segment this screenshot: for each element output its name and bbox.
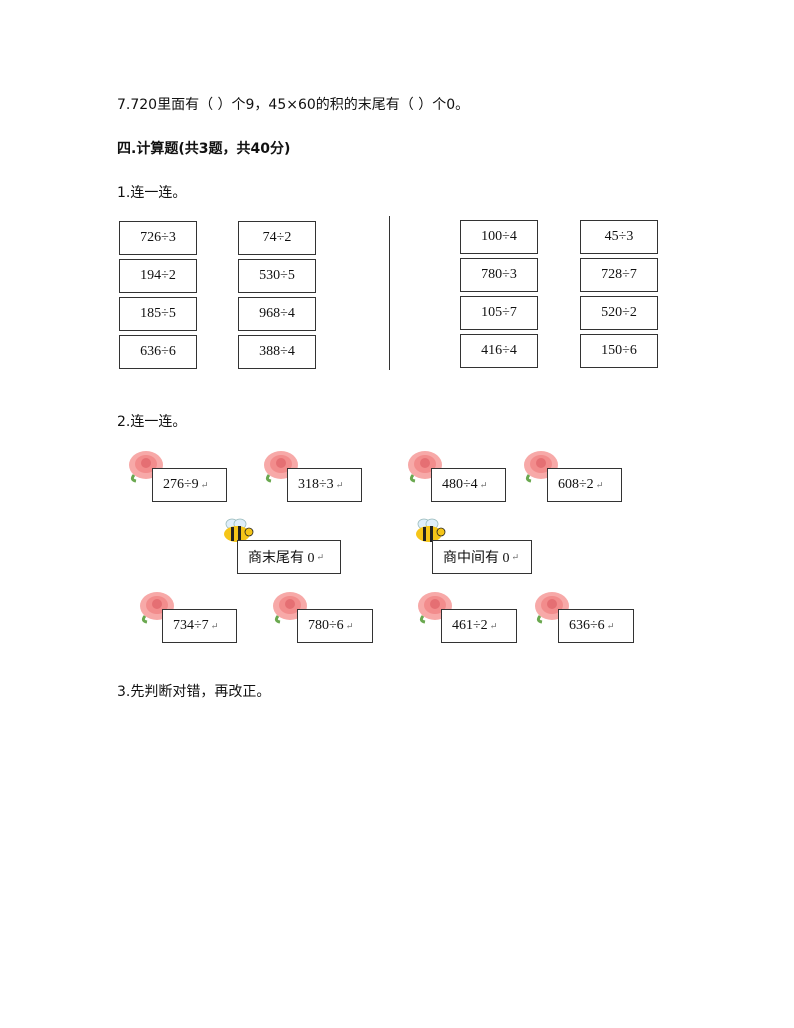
q1-left-col1-box[interactable]: 726÷3 (119, 221, 197, 255)
q1-right-col1-box[interactable]: 780÷3 (460, 258, 538, 292)
q2-top-box[interactable]: 276÷9↵ (152, 468, 227, 502)
return-mark: ↵ (316, 551, 325, 562)
q1-left-col2-box[interactable]: 388÷4 (238, 335, 316, 369)
q2-bottom-expr: 734÷7 (173, 618, 209, 633)
q1-divider (389, 216, 390, 370)
q1-right-col2-box[interactable]: 45÷3 (580, 220, 658, 254)
return-mark: ↵ (489, 620, 498, 631)
return-mark: ↵ (345, 620, 354, 631)
q2-middle-label: 商中间有 0 (443, 551, 510, 566)
q2-top-expr: 318÷3 (298, 477, 334, 492)
return-mark: ↵ (595, 479, 604, 490)
q2-bottom-expr: 636÷6 (569, 618, 605, 633)
q2-middle-box[interactable]: 商末尾有 0↵ (237, 540, 341, 574)
q1-title: 1.连一连。 (117, 185, 187, 201)
q2-bottom-box[interactable]: 636÷6↵ (558, 609, 634, 643)
q2-middle-label: 商末尾有 0 (248, 551, 315, 566)
q2-top-expr: 608÷2 (558, 477, 594, 492)
return-mark: ↵ (479, 479, 488, 490)
q1-left-col1-box[interactable]: 636÷6 (119, 335, 197, 369)
q1-left-col1-box[interactable]: 194÷2 (119, 259, 197, 293)
bee-icon (224, 518, 254, 542)
q2-middle-box[interactable]: 商中间有 0↵ (432, 540, 532, 574)
question-7: 7.720里面有（ ）个9，45×60的积的末尾有（ ）个0。 (117, 97, 470, 113)
flower-icon (129, 451, 163, 483)
q1-left-col1-box[interactable]: 185÷5 (119, 297, 197, 331)
q2-top-box[interactable]: 608÷2↵ (547, 468, 622, 502)
q2-bottom-box[interactable]: 780÷6↵ (297, 609, 373, 643)
q1-right-col2-box[interactable]: 520÷2 (580, 296, 658, 330)
q2-bottom-box[interactable]: 461÷2↵ (441, 609, 517, 643)
q2-top-expr: 480÷4 (442, 477, 478, 492)
bee-icon (416, 518, 446, 542)
q1-left-col2-box[interactable]: 530÷5 (238, 259, 316, 293)
q1-right-col2-box[interactable]: 150÷6 (580, 334, 658, 368)
q2-title: 2.连一连。 (117, 414, 187, 430)
q1-right-col1-box[interactable]: 100÷4 (460, 220, 538, 254)
return-mark: ↵ (200, 479, 209, 490)
q2-bottom-expr: 780÷6 (308, 618, 344, 633)
q1-right-col1-box[interactable]: 105÷7 (460, 296, 538, 330)
section-heading: 四.计算题(共3题，共40分) (117, 141, 291, 157)
return-mark: ↵ (511, 551, 520, 562)
flower-icon (264, 451, 298, 483)
q1-right-col2-box[interactable]: 728÷7 (580, 258, 658, 292)
return-mark: ↵ (606, 620, 615, 631)
q3-title: 3.先判断对错，再改正。 (117, 684, 271, 700)
return-mark: ↵ (335, 479, 344, 490)
q1-right-col1-box[interactable]: 416÷4 (460, 334, 538, 368)
q2-top-box[interactable]: 318÷3↵ (287, 468, 362, 502)
q2-top-box[interactable]: 480÷4↵ (431, 468, 506, 502)
q2-top-expr: 276÷9 (163, 477, 199, 492)
q1-left-col2-box[interactable]: 74÷2 (238, 221, 316, 255)
return-mark: ↵ (210, 620, 219, 631)
q2-bottom-expr: 461÷2 (452, 618, 488, 633)
q2-bottom-box[interactable]: 734÷7↵ (162, 609, 237, 643)
q1-left-col2-box[interactable]: 968÷4 (238, 297, 316, 331)
